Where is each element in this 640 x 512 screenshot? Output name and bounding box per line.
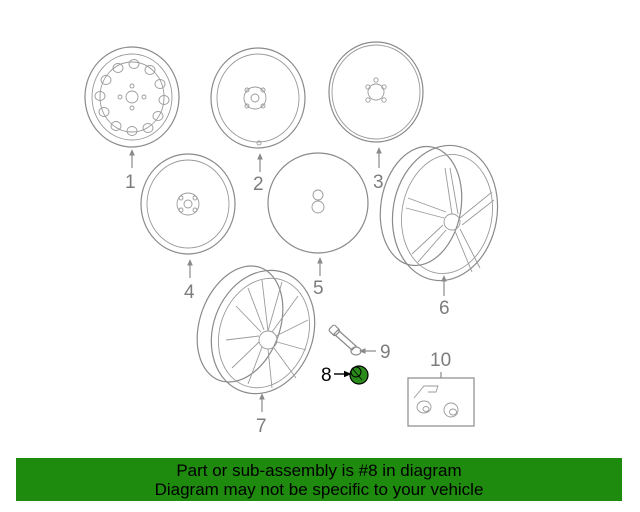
callout-4: 4	[184, 282, 195, 303]
callout-8: 8	[321, 365, 332, 386]
callout-1: 1	[125, 172, 136, 193]
alloy-wheel-part-6[interactable]	[371, 137, 508, 296]
callout-3: 3	[373, 172, 384, 193]
info-banner: Part or sub-assembly is #8 in diagram Di…	[16, 458, 622, 501]
wheel-cover-part-5[interactable]	[267, 152, 369, 276]
wheel-part-1[interactable]	[84, 46, 180, 168]
alloy-wheel-part-7[interactable]	[182, 254, 332, 412]
wheel-lock-kit-part-10[interactable]	[407, 372, 475, 427]
wheel-part-4[interactable]	[140, 153, 236, 278]
wheel-part-2[interactable]	[210, 47, 306, 172]
callout-10: 10	[430, 350, 451, 371]
callout-9: 9	[380, 342, 391, 363]
callout-2: 2	[253, 174, 264, 195]
callout-5: 5	[313, 278, 324, 299]
valve-stem-part-9[interactable]	[328, 324, 376, 356]
lug-nut-part-8-highlighted[interactable]	[334, 365, 369, 385]
banner-line-1: Part or sub-assembly is #8 in diagram	[176, 461, 462, 480]
callout-6: 6	[439, 298, 450, 319]
callout-7: 7	[256, 416, 267, 437]
wheel-part-3[interactable]	[328, 41, 424, 168]
banner-line-2: Diagram may not be specific to your vehi…	[154, 480, 484, 499]
parts-diagram: 1 2 3 4 5	[84, 41, 508, 437]
